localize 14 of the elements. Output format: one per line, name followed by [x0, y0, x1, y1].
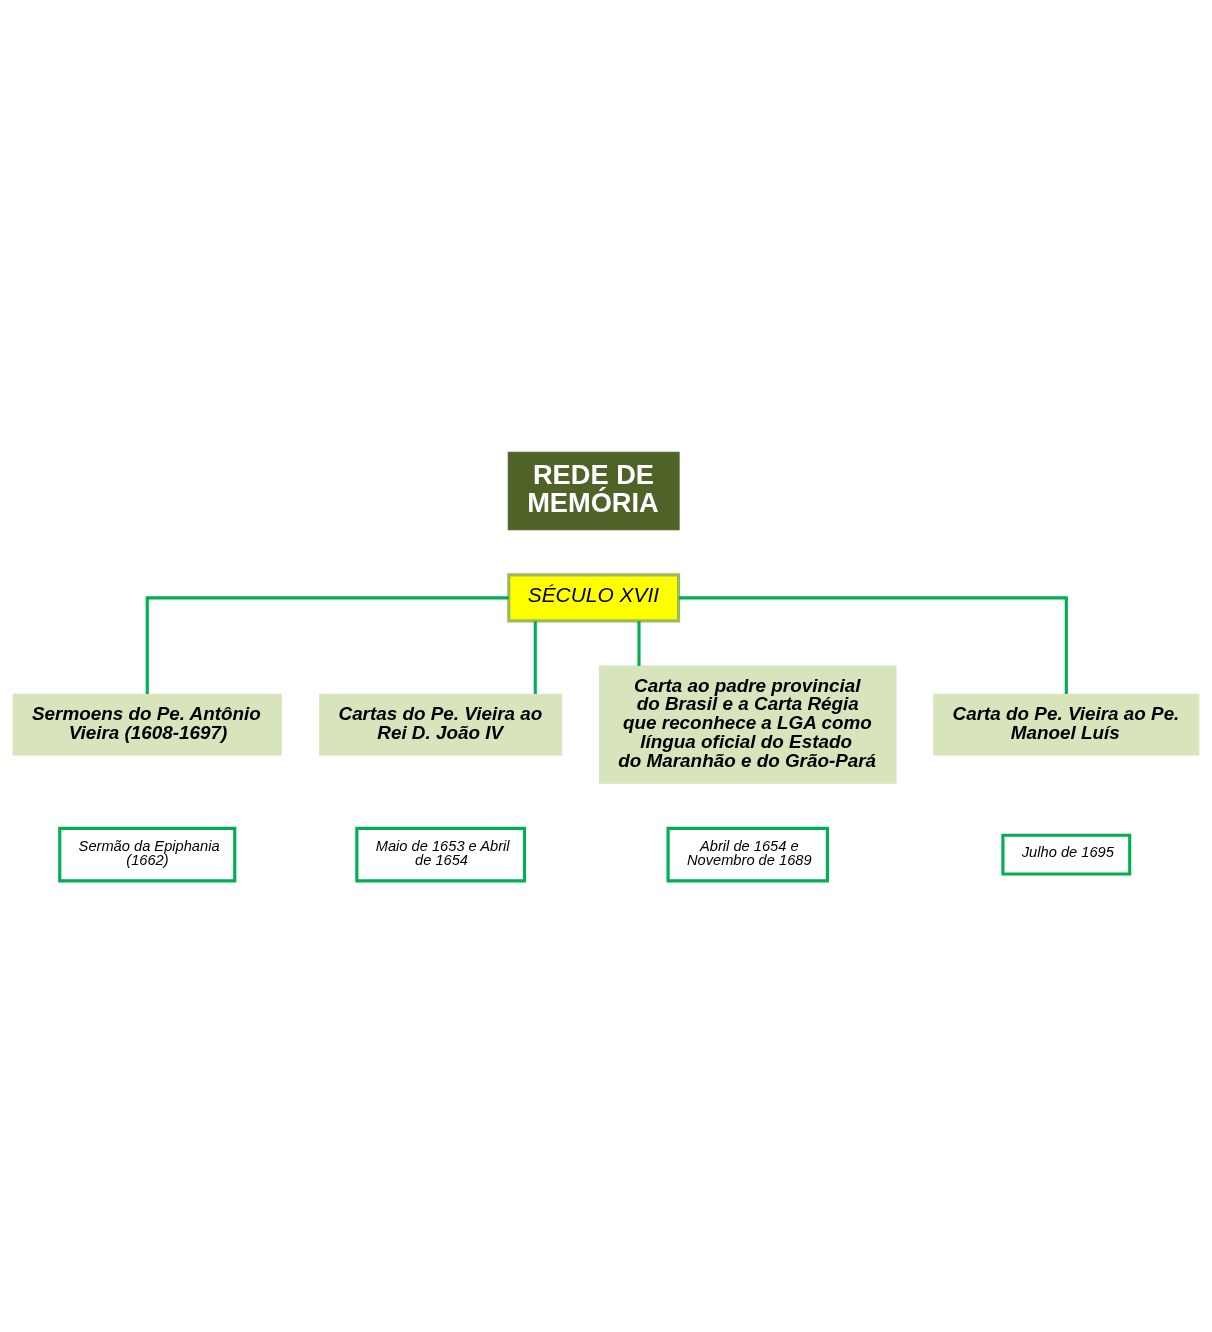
node-box: Abril de 1654 e Novembro de 1689	[666, 826, 829, 882]
node-box: Carta ao padre provincial do Brasil e a Carta Régia que reconhece a LGA como língua oficial do Estado do Maranhão e do Grão-Pará	[598, 664, 897, 784]
connector	[637, 620, 641, 666]
connector	[678, 595, 1068, 694]
node-box: SÉCULO XVII	[507, 572, 681, 622]
node-box: Carta do Pe. Vieira ao Pe. Manoel Luís	[933, 693, 1200, 756]
connector	[145, 595, 509, 694]
node-box: Maio de 1653 e Abril de 1654	[355, 826, 527, 882]
node-box: Sermoens do Pe. Antônio Vieira (1608-1697)	[12, 693, 282, 756]
node-box: REDE DE MEMÓRIA	[507, 451, 680, 530]
node-box: Cartas do Pe. Vieira ao Rei D. João IV	[319, 693, 563, 756]
connector	[533, 620, 537, 694]
node-box: Sermão da Epiphania (1662)	[58, 826, 237, 882]
node-box: Julho de 1695	[1001, 833, 1132, 876]
